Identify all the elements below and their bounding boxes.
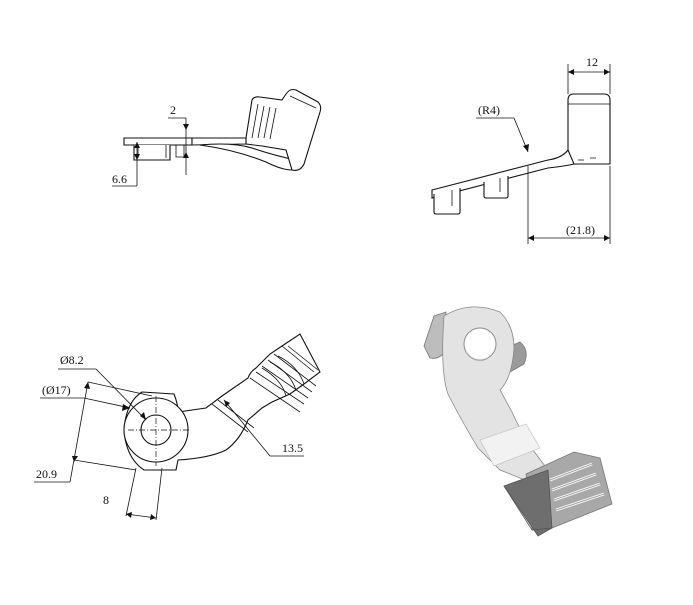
dim-thickness: 2: [170, 103, 176, 117]
top-view: Ø8.2 (Ø17) 20.9 8 13.5: [34, 333, 321, 521]
dim-tab: 13.5: [282, 441, 303, 455]
dim-arm: 8: [103, 493, 109, 507]
front-view: 12 (R4) (21.8): [431, 55, 611, 244]
dim-width: 12: [586, 55, 598, 69]
dim-boss: (Ø17): [42, 383, 71, 397]
dim-length: (21.8): [566, 223, 595, 237]
isometric-render: [423, 306, 613, 537]
dim-height: 6.6: [112, 172, 127, 186]
side-view: 2 6.6: [112, 88, 322, 187]
dim-span: 20.9: [36, 467, 57, 481]
dim-hole: Ø8.2: [60, 353, 84, 367]
dim-radius: (R4): [478, 103, 500, 117]
